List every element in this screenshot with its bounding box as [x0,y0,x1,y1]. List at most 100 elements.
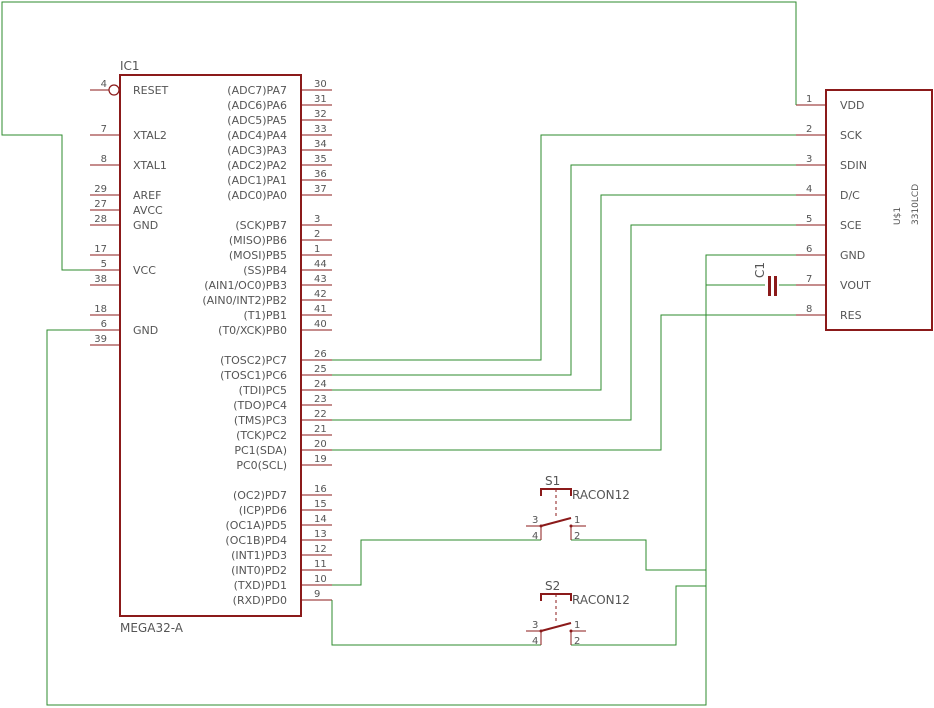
wire-sck [332,134,796,361]
s1-pin-1: 1 [574,515,580,526]
ic1-pin-32-number: 32 [314,109,327,120]
ic1-pin-25-number: 25 [314,364,327,375]
ic1-pin-19-number: 19 [314,454,327,465]
ic1-pin-25-label: (TOSC1)PC6 [220,369,287,382]
ic1-pin-20-number: 20 [314,439,327,450]
s1-pin-4: 4 [532,531,538,542]
ic1-pin-21-label: (TCK)PC2 [236,429,287,442]
ic1-pin-15-number: 15 [314,499,327,510]
ic1-pin-5-label: VCC [133,264,156,277]
ic1-pin-10-number: 10 [314,574,327,585]
ic1-pin-43-number: 43 [314,274,327,285]
s1-switch[interactable]: S1 RACON12 3 1 4 2 [526,474,630,542]
lcd-body [825,89,933,331]
ic1-pin-29-number: 29 [94,184,107,195]
ic1-pin-18-number: 18 [94,304,107,315]
lcd-pin-6-label: GND [840,249,865,262]
s2-contact-a [539,629,543,633]
wire-s2-in [331,600,541,646]
ic1-pin-36-label: (ADC1)PA1 [227,174,287,187]
lcd-value: 3310LCD [911,184,921,225]
ic1-pin-11-number: 11 [314,559,327,570]
ic1-pin-28-number: 28 [94,214,107,225]
s2-pin-1: 1 [574,620,580,631]
s1-pin-2: 2 [574,531,580,542]
ic1-pin-35-number: 35 [314,154,327,165]
ic1-pin-2-number: 2 [314,229,320,240]
ic1-pin-7-label: XTAL2 [133,129,167,142]
lcd-pin-1-label: VDD [840,99,864,112]
ic1-pin-33-label: (ADC4)PA4 [227,129,287,142]
ic1-pin-7-number: 7 [101,124,107,135]
wire-gnd [46,254,796,706]
ic1-pin-37-number: 37 [314,184,327,195]
lcd-pin-5-label: SCE [840,219,862,232]
s2-name: S2 [545,579,560,593]
ic1-pin-43-label: (AIN1/OC0)PB3 [204,279,287,292]
ic1-pin-40-label: (T0/XCK)PB0 [218,324,287,337]
ic1-pin-1-number: 1 [314,244,320,255]
ic1-pin-20-label: PC1(SDA) [234,444,287,457]
lcd-pin-7-number: 7 [806,274,812,285]
wire-dc [332,194,796,391]
wire-res [332,314,796,451]
ic1-pin-40-number: 40 [314,319,327,330]
ic1-pin-27-number: 27 [94,199,107,210]
s2-switch[interactable]: S2 RACON12 3 1 4 2 [526,579,630,647]
lcd-pin-4-number: 4 [806,184,812,195]
lcd-pin-4-label: D/C [840,189,860,202]
ic1-pin-38-number: 38 [94,274,107,285]
ic1-pin-5-number: 5 [101,259,107,270]
ic1-pin-24-number: 24 [314,379,327,390]
ic1-pin-13-label: (OC1B)PD4 [225,534,287,547]
ic1-pin-3-number: 3 [314,214,320,225]
ic1-pin-33-number: 33 [314,124,327,135]
ic1-pin-31-label: (ADC6)PA6 [227,99,287,112]
ic1-pin-14-number: 14 [314,514,327,525]
ic1-pin-34-label: (ADC3)PA3 [227,144,287,157]
wire-sce [332,224,796,421]
c1-plate-a [768,276,771,296]
ic1-pin-36-number: 36 [314,169,327,180]
ic1-pin-6-label: GND [133,324,158,337]
lcd-pin-3-label: SDIN [840,159,867,172]
ic1-name: IC1 [120,59,140,73]
c1-plate-b [774,276,777,296]
ic1-right-pins: 30(ADC7)PA731(ADC6)PA632(ADC5)PA533(ADC4… [202,79,332,607]
ic1-pin-41-label: (T1)PB1 [244,309,287,322]
ic1-pin-10-label: (TXD)PD1 [234,579,287,592]
s1-contact-b [569,524,573,528]
ic1-pin-23-number: 23 [314,394,327,405]
s1-contact-a [539,524,543,528]
ic1-pin-34-number: 34 [314,139,327,150]
lcd-pin-5-number: 5 [806,214,812,225]
wire-sdin [332,164,796,376]
ic1-pin-4-number: 4 [101,79,107,90]
ic1-pin-9-number: 9 [314,589,320,600]
ic1-value: MEGA32-A [120,621,184,635]
lcd-pin-3-number: 3 [806,154,812,165]
ic1-pin-29-label: AREF [133,189,161,202]
ic1-pin-21-number: 21 [314,424,327,435]
ic1-pin-19-label: PC0(SCL) [236,459,287,472]
ic1-pin-30-label: (ADC7)PA7 [227,84,287,97]
ic1-pin-44-number: 44 [314,259,327,270]
lcd-pin-6-number: 6 [806,244,812,255]
ic1-pin-16-label: (OC2)PD7 [233,489,287,502]
wire-vdd-vcc [1,1,797,271]
c1-capacitor[interactable]: C1 [753,262,777,296]
ic1-pin-26-number: 26 [314,349,327,360]
ic1-pin-39-number: 39 [94,334,107,345]
lcd-pin-7-label: VOUT [840,279,871,292]
wire-s2-out [571,585,706,646]
lcd-name: U$1 [893,207,903,225]
lcd-pin-2-label: SCK [840,129,863,142]
ic1-pin-3-label: (SCK)PB7 [235,219,287,232]
ic1-pin-16-number: 16 [314,484,327,495]
ic1-pin-26-label: (TOSC2)PC7 [220,354,287,367]
ic1-pin-41-number: 41 [314,304,327,315]
